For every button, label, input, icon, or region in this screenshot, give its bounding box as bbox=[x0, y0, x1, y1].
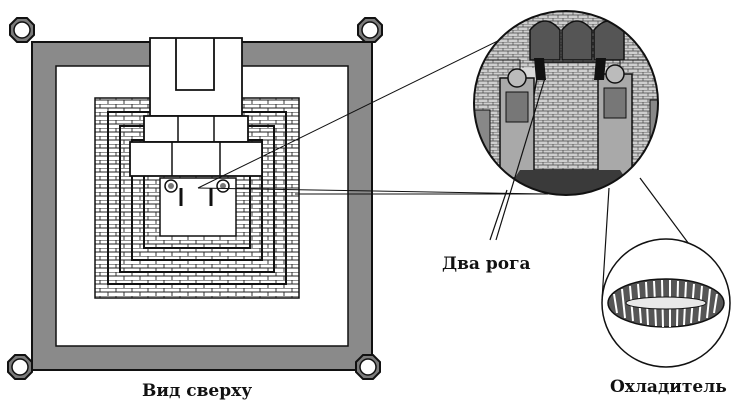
cooler-label: Охладитель bbox=[610, 377, 727, 397]
altar-ramp bbox=[129, 37, 263, 177]
cooler-ring bbox=[607, 278, 725, 328]
corner-tower-top-right bbox=[357, 17, 383, 43]
corner-tower-bottom-right bbox=[355, 354, 381, 380]
top-view-label: Вид сверху bbox=[142, 381, 253, 401]
corner-tower-top-left bbox=[9, 17, 35, 43]
horn-left-detail bbox=[534, 58, 546, 80]
cooler-detail bbox=[601, 177, 731, 368]
two-horns-label: Два рога bbox=[442, 254, 531, 274]
horn-right-detail bbox=[594, 58, 606, 80]
horn-pointer-lines bbox=[489, 77, 546, 241]
corner-tower-bottom-left bbox=[7, 354, 33, 380]
top-view-plan bbox=[7, 17, 383, 380]
